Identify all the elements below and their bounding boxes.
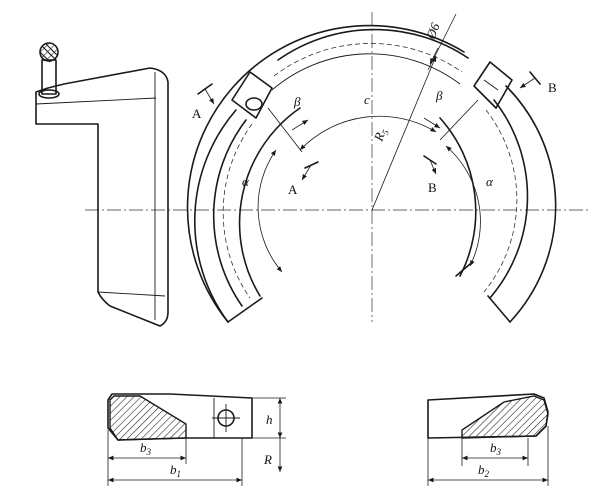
ring-view [186, 24, 557, 323]
center-lines [85, 12, 590, 322]
alpha-label-right: α [486, 174, 494, 189]
section-a-view: h R b3 b1 [107, 393, 286, 486]
section-markers: A A B B [192, 71, 557, 197]
b2-label: b2 [478, 462, 490, 479]
alpha-label-left: α [242, 174, 250, 189]
diameter-label: Ø6 [422, 20, 442, 42]
section-a-label-bottom: A [288, 182, 298, 197]
section-b-label-top: B [548, 80, 557, 95]
b3-label-right: b3 [490, 440, 502, 457]
radius-r-label: R [263, 452, 272, 467]
beta-label-left: β [293, 94, 301, 109]
section-b-view: b3 b2 [427, 393, 549, 486]
arc-c-label: c [364, 92, 370, 107]
height-h-label: h [266, 412, 273, 427]
dimensions-front: β β c α α R5 Ø6 [242, 13, 494, 273]
radius-r5-label: R5 [370, 126, 391, 145]
beta-label-right: β [435, 88, 443, 103]
section-a-label-top: A [192, 106, 202, 121]
b1-label: b1 [170, 462, 181, 479]
b3-label-left: b3 [140, 440, 152, 457]
side-view [35, 42, 169, 327]
section-b-label-bottom: B [428, 180, 437, 195]
